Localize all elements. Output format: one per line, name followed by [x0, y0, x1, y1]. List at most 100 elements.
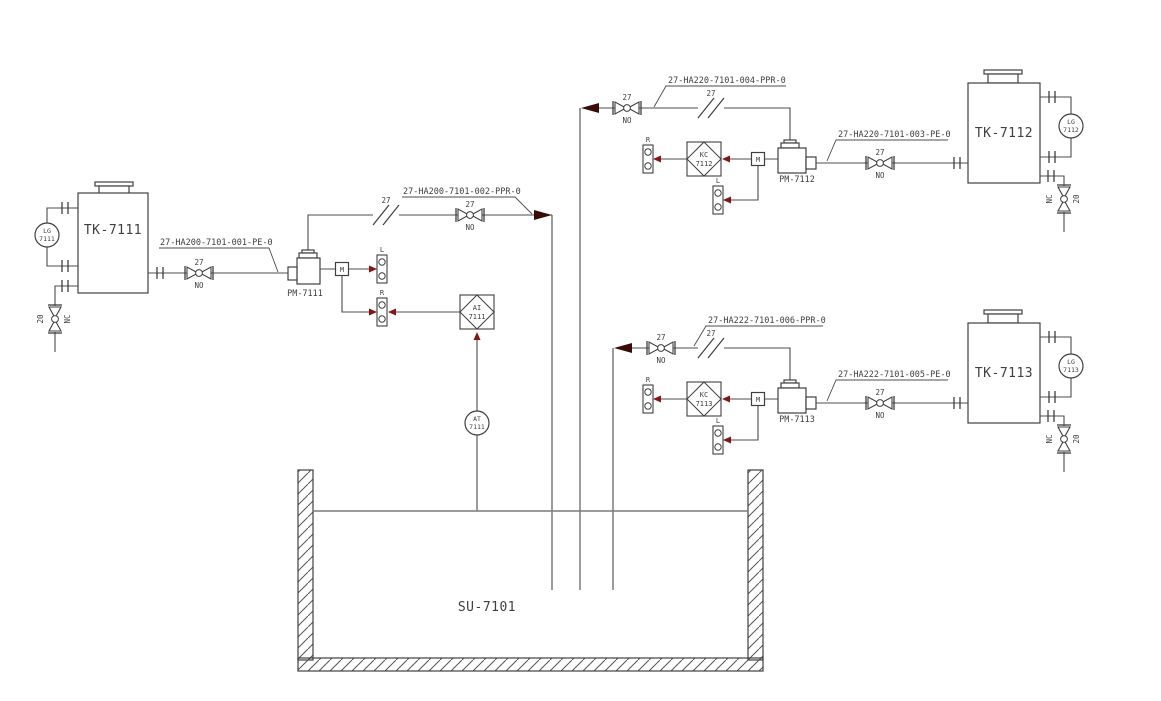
drain-size: 20 [1072, 434, 1081, 444]
pipe-label-002: 27-HA200-7101-002-PPR-0 [403, 187, 521, 197]
pipe-label-005: 27-HA222-7101-005-PE-0 [838, 370, 951, 380]
local-indicator-l-icon [712, 425, 724, 455]
flow-arrow-icon [581, 103, 599, 113]
motor-label: M [756, 156, 760, 164]
indicator-l-label: L [380, 246, 384, 254]
valve-state: NO [656, 356, 666, 365]
pump-tag: PM-7112 [779, 175, 815, 185]
label-leader [693, 325, 823, 347]
local-indicator-r-icon [376, 297, 388, 327]
ai-instrument-icon [459, 294, 495, 330]
motor-label: M [756, 396, 760, 404]
line-004-group: 27 NO 27 27-HA220-7101-004-PPR-0 [579, 76, 791, 590]
gauge-piping [1040, 96, 1072, 158]
arrow-icon [369, 265, 377, 273]
break-size: 27 [381, 196, 390, 205]
valve-state: NO [875, 171, 885, 180]
label-leader [653, 85, 786, 108]
local-indicator-l-icon [376, 254, 388, 284]
arrow-icon [723, 196, 731, 204]
label-leader [159, 247, 279, 273]
arrow-icon [473, 332, 481, 340]
valve-size: 27 [656, 333, 665, 342]
kc-instrument-icon [686, 141, 722, 177]
tank-tag: TK-7113 [975, 366, 1033, 381]
gauge-num: 7113 [1063, 366, 1079, 374]
at7111-group: AT 7111 [464, 332, 490, 511]
gauge-fn: LG [43, 227, 51, 235]
drain-valve-icon [47, 304, 63, 334]
tank-body [967, 322, 1041, 424]
label-leader [826, 139, 948, 162]
suction-valve-icon [865, 155, 895, 171]
tank-tag: TK-7112 [975, 126, 1033, 141]
pump-icon [287, 249, 321, 285]
indicator-r-label: R [646, 136, 651, 144]
arrow-icon [722, 155, 730, 163]
break-size: 27 [706, 89, 715, 98]
valve-size: 27 [875, 148, 884, 157]
ai-fn: AI [473, 304, 481, 312]
pipe-label-003: 27-HA220-7101-003-PE-0 [838, 130, 951, 140]
pipe-002 [307, 214, 552, 250]
label-leader [826, 379, 948, 402]
at-transmitter-icon [464, 410, 490, 436]
break-size: 27 [706, 329, 715, 338]
line-003-group: 27 NO 27-HA220-7101-003-PE-0 [816, 130, 968, 180]
kc-num: 7113 [696, 400, 713, 408]
at-fn: AT [473, 415, 481, 423]
indicator-l-label: L [716, 177, 720, 185]
indicator-r-label: R [646, 376, 651, 384]
level-gauge-icon [1058, 353, 1084, 379]
pipe-006 [631, 347, 791, 380]
sump-right-wall [747, 469, 764, 661]
indicator-r-label: R [380, 289, 385, 297]
arrow-icon [722, 395, 730, 403]
tank-body [967, 82, 1041, 184]
arrow-icon [653, 155, 661, 163]
at-num: 7111 [469, 423, 485, 431]
pump-pm7111-group: PM-7111 M L R AI 7111 [287, 246, 495, 330]
motor-label: M [340, 266, 344, 274]
drain-state: NC [1045, 194, 1054, 203]
drain-valve-icon [1056, 184, 1072, 214]
arrow-icon [723, 436, 731, 444]
tank-body [77, 192, 149, 294]
sump-left-wall [297, 469, 314, 661]
signal-lines [661, 398, 778, 441]
kc-fn: KC [700, 391, 708, 399]
gauge-piping [1040, 336, 1072, 398]
tank-tk7111-group: TK-7111 LG 7111 20 NC [34, 181, 149, 352]
local-indicator-r-icon [642, 144, 654, 174]
check-break-icon [372, 204, 400, 226]
signal-lines [320, 268, 461, 313]
sump-tag: SU-7101 [458, 600, 516, 615]
discharge-valve-icon [646, 340, 676, 356]
tank-top-nozzle [983, 69, 1023, 84]
tank-tag: TK-7111 [84, 223, 142, 238]
gauge-num: 7112 [1063, 126, 1079, 134]
level-gauge-icon [34, 222, 60, 248]
signal-lines [661, 158, 778, 201]
check-break-icon [697, 97, 725, 119]
check-break-icon [697, 337, 725, 359]
drain-state: NC [63, 314, 72, 323]
arrow-icon [653, 395, 661, 403]
line-006-group: 27 NO 27 27-HA222-7101-006-PPR-0 [612, 316, 826, 590]
drain-size: 20 [1072, 194, 1081, 204]
pump-tag: PM-7113 [779, 415, 815, 425]
kc-num: 7112 [696, 160, 713, 168]
pump-icon [777, 139, 817, 174]
drain-state: NC [1045, 434, 1054, 443]
discharge-valve-icon [612, 100, 642, 116]
pipe-label-001: 27-HA200-7101-001-PE-0 [160, 238, 273, 248]
drain-valve-icon [1056, 424, 1072, 454]
valve-size: 27 [194, 258, 203, 267]
local-indicator-r-icon [642, 384, 654, 414]
drain-size: 20 [36, 314, 45, 324]
line-002-group: 27 27 NO 27-HA200-7101-002-PPR-0 [307, 187, 553, 590]
flow-arrow-icon [534, 210, 552, 220]
flow-arrow-icon [614, 343, 632, 353]
label-leader [402, 196, 533, 215]
